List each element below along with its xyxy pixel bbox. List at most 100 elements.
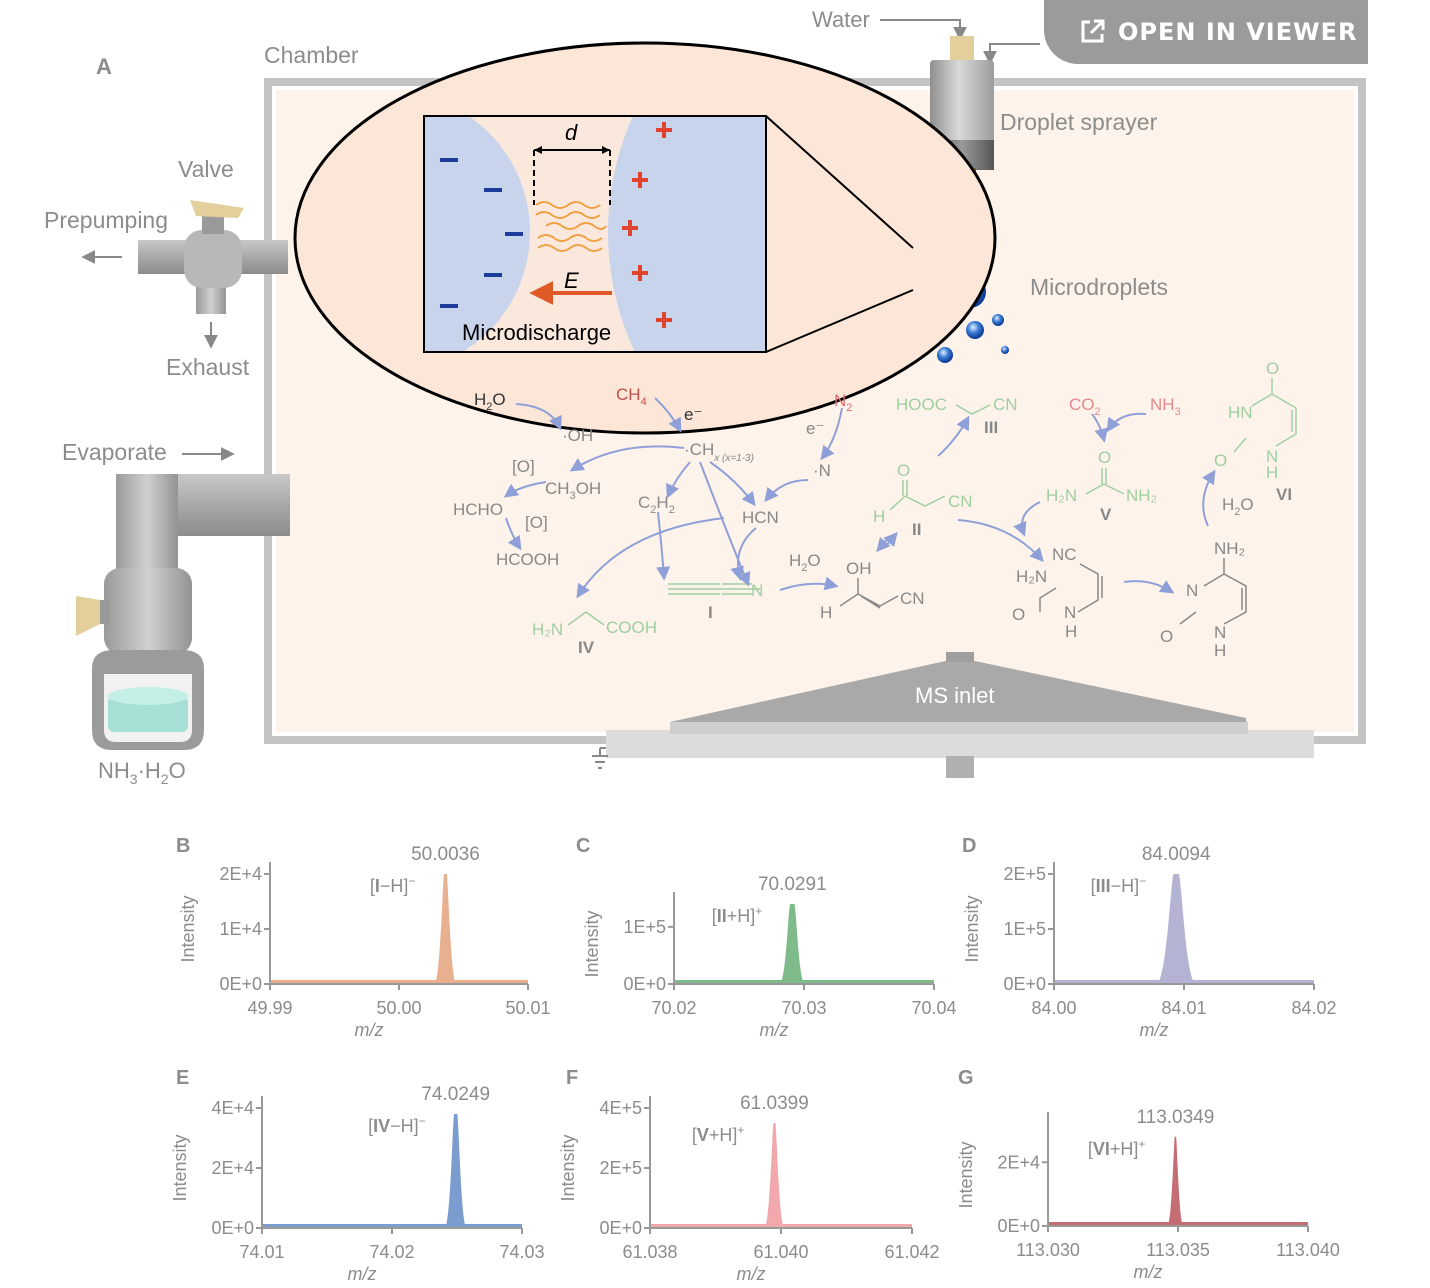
- reservoir: [76, 474, 290, 750]
- svg-text:N: N: [1186, 581, 1198, 600]
- open-in-viewer-button[interactable]: OPEN IN VIEWER: [1044, 0, 1368, 64]
- svg-text:IV: IV: [578, 638, 595, 657]
- x-tick-label: 70.02: [651, 998, 696, 1018]
- evaporate-label: Evaporate: [62, 439, 167, 465]
- reaction-network: H2O CH4 e⁻ N2 e⁻ ·OH ·CHx (x=1-3) ·N [O]…: [453, 359, 1297, 660]
- x-tick-label: 113.030: [1016, 1240, 1080, 1260]
- svg-text:CH4: CH4: [616, 385, 647, 408]
- x-axis-label: m/z: [348, 1264, 377, 1283]
- microdischarge-label: Microdischarge: [462, 320, 611, 345]
- svg-text:H₂N: H₂N: [1016, 567, 1047, 586]
- external-link-icon: [1081, 19, 1105, 43]
- svg-text:N: N: [1064, 603, 1076, 622]
- droplet-sprayer-label: Droplet sprayer: [1000, 109, 1158, 135]
- panel-a-letter: A: [96, 54, 112, 79]
- svg-text:N: N: [1214, 623, 1226, 642]
- x-axis-label: m/z: [355, 1020, 384, 1040]
- peak-label: 70.0291: [758, 874, 827, 895]
- x-tick-label: 113.035: [1146, 1240, 1210, 1260]
- peak-label: 113.0349: [1136, 1107, 1214, 1128]
- panel-letter: G: [958, 1068, 974, 1089]
- y-tick-label: 0E+0: [211, 1218, 254, 1238]
- y-tick-label: 2E+4: [219, 864, 262, 884]
- ion-label: [IV−H]−: [368, 1114, 426, 1136]
- panel-letter: C: [576, 836, 590, 857]
- svg-text:e⁻: e⁻: [806, 419, 824, 438]
- distance-label: d: [565, 120, 578, 145]
- peak-label: 61.0399: [740, 1093, 809, 1114]
- y-tick-label: 2E+4: [997, 1152, 1040, 1172]
- spectrum-peak: [434, 874, 457, 984]
- water-label: Water: [812, 7, 870, 32]
- x-tick-label: 74.01: [239, 1242, 284, 1262]
- svg-text:NH3: NH3: [1150, 395, 1181, 418]
- peak-label: 74.0249: [421, 1084, 490, 1105]
- x-tick-label: 61.042: [884, 1242, 939, 1262]
- svg-text:N: N: [1266, 447, 1278, 466]
- svg-text:H: H: [820, 603, 832, 622]
- x-tick-label: 50.00: [376, 998, 421, 1018]
- svg-text:·OH: ·OH: [562, 426, 593, 445]
- svg-text:II: II: [912, 520, 921, 539]
- x-tick-label: 49.99: [247, 998, 292, 1018]
- valve: [138, 200, 288, 314]
- spectrum-peak: [764, 1123, 785, 1228]
- svg-text:HOOC: HOOC: [896, 395, 947, 414]
- water-line: [880, 19, 967, 41]
- negative-charges: [440, 158, 523, 308]
- microdischarge-inset: [423, 115, 767, 353]
- y-tick-label: 1E+4: [219, 919, 262, 939]
- x-tick-label: 84.00: [1031, 998, 1076, 1018]
- svg-text:O: O: [1214, 451, 1227, 470]
- svg-text:HCHO: HCHO: [453, 500, 503, 519]
- svg-text:H: H: [1214, 641, 1226, 660]
- svg-text:[O]: [O]: [512, 457, 535, 476]
- field-label: E: [564, 268, 579, 293]
- x-tick-label: 74.03: [499, 1242, 544, 1262]
- ion-label: [II+H]+: [712, 904, 763, 926]
- svg-text:H2O: H2O: [474, 390, 506, 413]
- exhaust-label: Exhaust: [166, 354, 250, 380]
- panel-a-schematic: A Chamber MS inlet Water Droplet sprayer…: [44, 7, 1366, 787]
- gas-line: [983, 43, 1040, 65]
- open-in-viewer-label: OPEN IN VIEWER: [1118, 18, 1358, 46]
- x-tick-label: 61.040: [753, 1242, 808, 1262]
- reservoir-label: NH3·H2O: [98, 758, 186, 787]
- y-tick-label: 0E+0: [599, 1218, 642, 1238]
- x-tick-label: 113.040: [1276, 1240, 1340, 1260]
- ion-label: [I−H]−: [370, 874, 416, 896]
- y-axis-label: Intensity: [560, 1134, 578, 1201]
- y-tick-label: 4E+5: [599, 1098, 642, 1118]
- svg-text:NC: NC: [1052, 545, 1077, 564]
- prepumping-label: Prepumping: [44, 207, 168, 233]
- x-axis-label: m/z: [760, 1020, 789, 1040]
- y-tick-label: 0E+0: [997, 1216, 1040, 1236]
- ion-label: [III−H]−: [1091, 874, 1147, 896]
- svg-text:OH: OH: [846, 559, 872, 578]
- svg-text:H: H: [1065, 622, 1077, 641]
- x-tick-label: 50.01: [505, 998, 550, 1018]
- y-tick-label: 2E+4: [211, 1158, 254, 1178]
- y-axis-label: Intensity: [962, 895, 982, 962]
- y-tick-label: 1E+5: [1003, 919, 1046, 939]
- x-tick-label: 74.02: [369, 1242, 414, 1262]
- svg-text:·CHx (x=1-3): ·CHx (x=1-3): [684, 440, 754, 464]
- svg-text:VI: VI: [1276, 485, 1292, 504]
- spectrum-peak: [1156, 874, 1197, 984]
- x-axis-label: m/z: [737, 1264, 766, 1283]
- svg-text:HN: HN: [1228, 403, 1253, 422]
- panel-letter: D: [962, 836, 976, 857]
- panel-letter: F: [566, 1068, 578, 1089]
- ms-inlet-label: MS inlet: [915, 683, 994, 708]
- chamber-label: Chamber: [264, 42, 359, 68]
- valve-label: Valve: [178, 156, 234, 182]
- x-axis-label: m/z: [1134, 1262, 1163, 1282]
- svg-text:e⁻: e⁻: [684, 405, 702, 424]
- spectrum-peak: [779, 904, 806, 984]
- svg-text:[O]: [O]: [525, 513, 548, 532]
- svg-text:H2O: H2O: [789, 551, 821, 574]
- peak-label: 50.0036: [411, 844, 480, 865]
